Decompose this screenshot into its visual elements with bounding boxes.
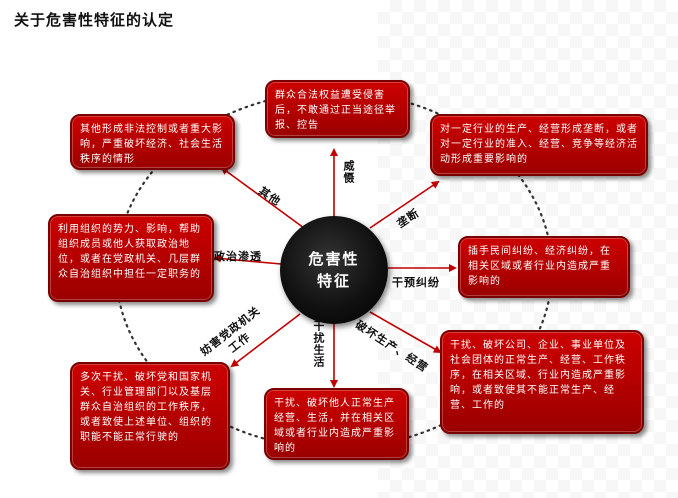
box-bottom: 干扰、破坏他人正常生产经营、生活，并在相关区域或者行业内造成严重影响的 <box>264 388 409 460</box>
label-political: 政治渗透 <box>214 250 262 263</box>
label-fear: 威慑 <box>342 160 355 184</box>
arrow-bottom-left <box>230 313 301 368</box>
box-right: 插手民间纠纷、经济纠纷，在相关区域或者行业内造成严重影响的 <box>458 236 630 298</box>
arrow-top-left <box>220 166 305 229</box>
label-dispute: 干预纠纷 <box>392 276 440 289</box>
arrow-left <box>213 254 282 265</box>
box-top-right: 对一定行业的生产、经营形成垄断，或者对一定行业的准入、经营、竞争等经济活动形成重… <box>430 114 648 176</box>
center-label: 危害性特征 <box>308 250 360 290</box>
label-life: 干扰生活 <box>312 320 325 368</box>
box-top: 群众合法权益遭受侵害后，不敢通过正当途径举报、控告 <box>265 80 410 138</box>
box-bottom-right: 干扰、破坏公司、企业、事业单位及社会团体的正常生产、经营、工作秩序，在相关区域、… <box>440 330 644 434</box>
box-top-left: 其他形成非法控制或者重大影响，严重破坏经济、社会生活秩序的情形 <box>70 114 235 170</box>
arrow-top-right <box>369 180 440 229</box>
page-title: 关于危害性特征的认定 <box>14 11 175 29</box>
arrow-bottom-right <box>369 311 442 353</box>
box-left: 利用组织的势力、影响，帮助组织成员或他人获取政治地位，或者在党政机关、几层群众自… <box>48 214 214 302</box>
center-circle: 危害性特征 <box>280 216 388 324</box>
box-bottom-left: 多次干扰、破坏党和国家机关、行业管理部门以及基层群众自治组织的工作秩序，或者致使… <box>70 362 230 470</box>
